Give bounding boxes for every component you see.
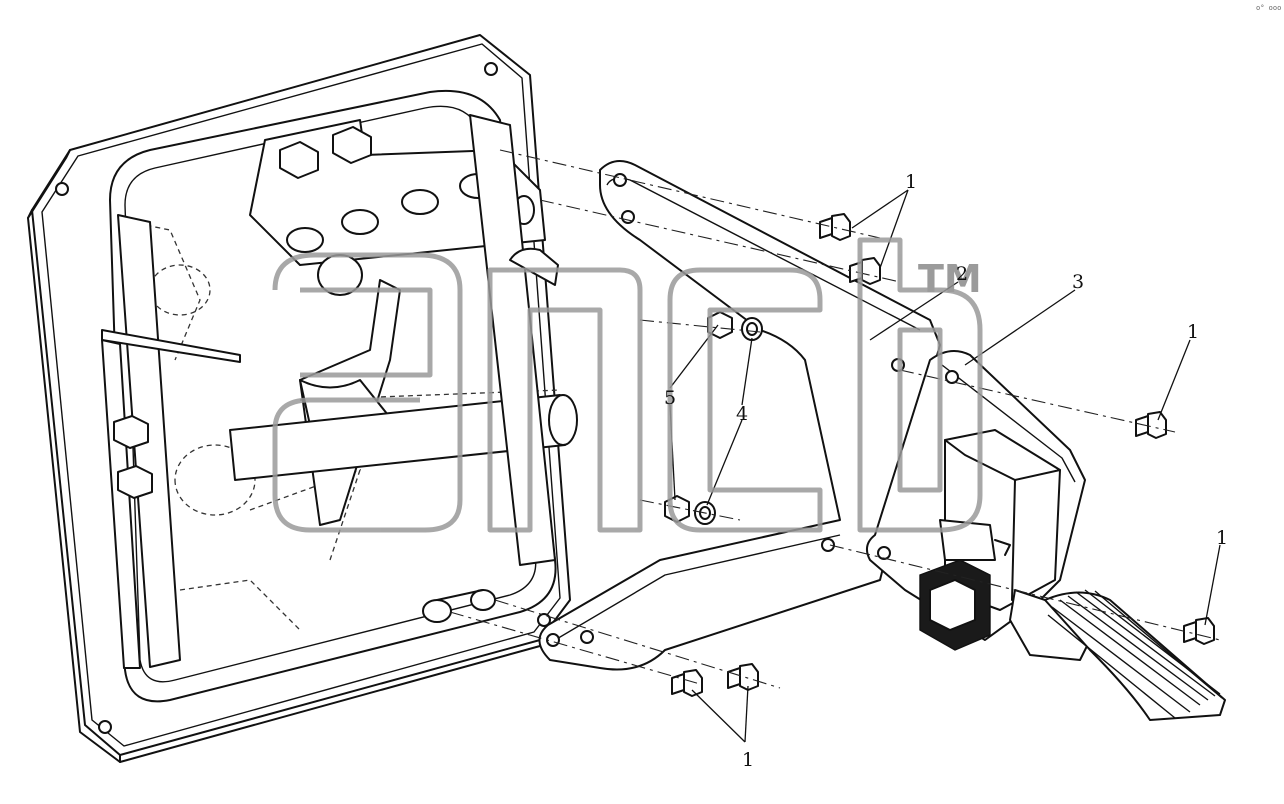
callout-1-right-upper: 1 (1187, 321, 1199, 343)
mounting-plate (27, 34, 578, 763)
corner-mark: o° ooo (1256, 4, 1281, 12)
callout-1-bottom: 1 (742, 749, 754, 771)
callout-4: 4 (736, 403, 748, 425)
callout-3: 3 (1072, 271, 1084, 293)
assembly-center-lines (449, 149, 1221, 689)
callout-2: 2 (956, 263, 968, 285)
accelerator-pedal-module (865, 350, 1226, 721)
bracket-plate (538, 160, 941, 671)
callout-labels: 1 2 3 1 5 4 1 1 (664, 171, 1228, 771)
watermark-logo: TM (272, 237, 983, 533)
watermark-trademark: TM (918, 257, 982, 301)
callout-1-top: 1 (905, 171, 917, 193)
callout-5: 5 (664, 387, 676, 409)
callout-1-right-lower: 1 (1216, 527, 1228, 549)
